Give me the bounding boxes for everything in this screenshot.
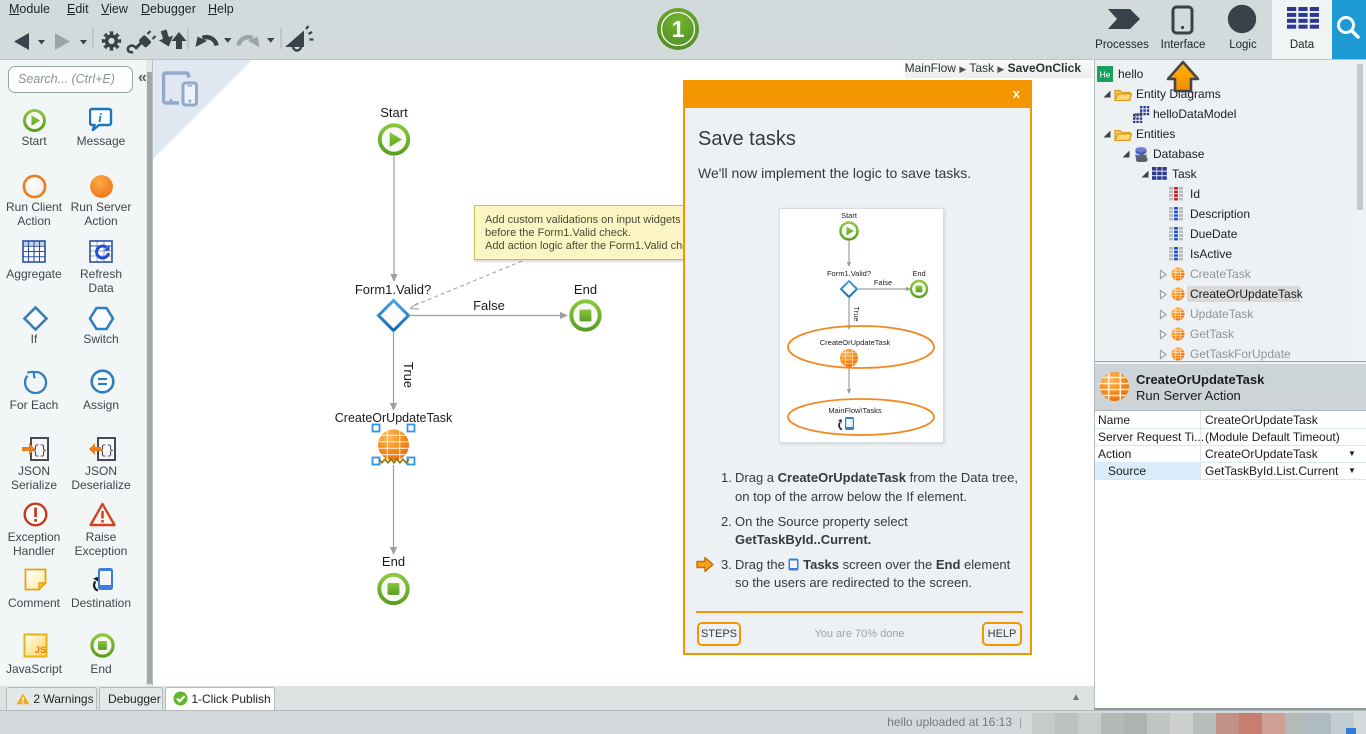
svg-text:False: False [874,278,892,287]
svg-text:Start: Start [841,211,858,220]
svg-text:1: 1 [672,16,685,42]
svg-text:{}: {} [32,443,48,458]
svg-text:False: False [473,298,505,313]
svg-text:End: End [382,554,405,569]
svg-text:i: i [98,110,102,125]
svg-text:Form1.Valid?: Form1.Valid? [355,282,431,297]
svg-text:CreateOrUpdateTask: CreateOrUpdateTask [335,411,453,425]
svg-text:End: End [574,282,597,297]
svg-text:MainFlow\Tasks: MainFlow\Tasks [828,406,882,415]
svg-text:End: End [912,269,925,278]
svg-text:CreateOrUpdateTask: CreateOrUpdateTask [820,338,891,347]
svg-text:True: True [401,362,416,388]
svg-text:True: True [852,306,861,321]
svg-text:He: He [1100,70,1111,80]
svg-text:Form1.Valid?: Form1.Valid? [827,269,871,278]
svg-text:Start: Start [380,105,408,120]
svg-text:{}: {} [99,443,115,458]
svg-text:JS: JS [35,645,47,656]
